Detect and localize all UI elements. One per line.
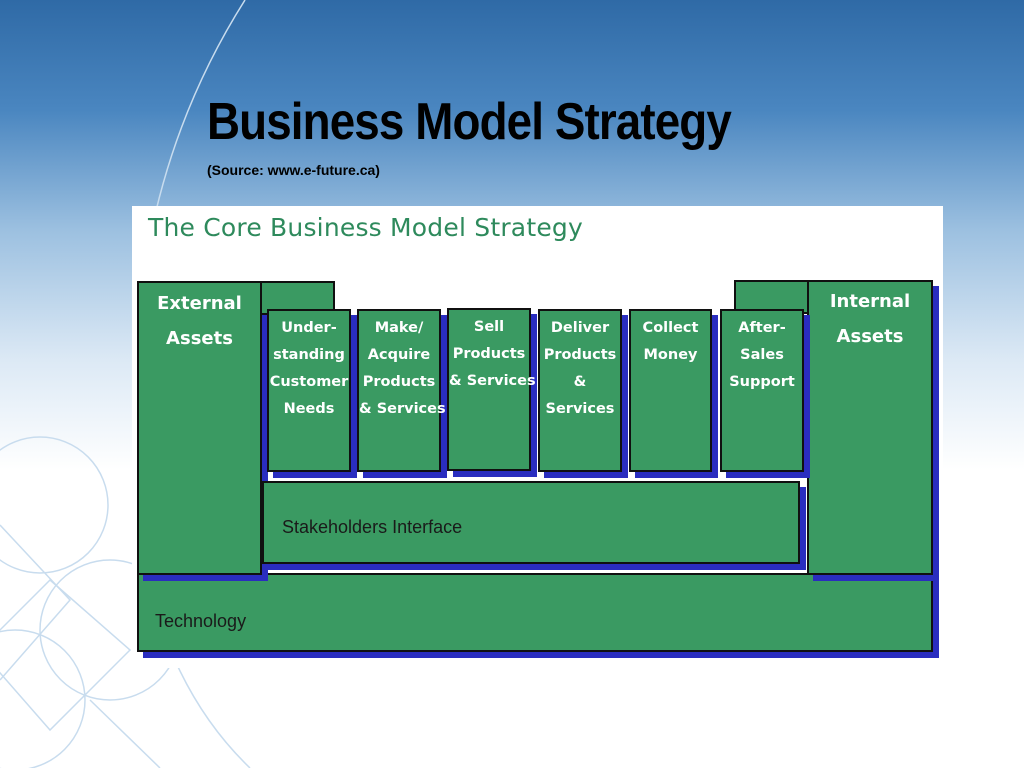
stakeholders-interface-label: Stakeholders Interface (282, 517, 463, 537)
stakeholders-interface-block: Stakeholders Interface (262, 481, 800, 564)
circle-decoration (0, 629, 86, 768)
step-understanding-customer-needs: Under- standing Customer Needs (267, 309, 351, 472)
step-label: Deliver Products & Services (543, 320, 617, 417)
diagram-heading: The Core Business Model Strategy (148, 213, 583, 242)
step-collect-money: Collect Money (629, 309, 712, 472)
step-sell-products: Sell Products & Services (447, 308, 536, 471)
step-make-acquire-products: Make/ Acquire Products & Services (357, 309, 446, 472)
step-deliver-products: Deliver Products & Services (538, 309, 622, 472)
internal-assets-block: Internal Assets (807, 280, 933, 575)
step-label: Sell Products & Services (449, 319, 536, 389)
technology-label: Technology (155, 611, 247, 631)
technology-block: Technology (137, 573, 933, 652)
internal-assets-label: Internal Assets (829, 291, 911, 347)
step-label: After- Sales Support (729, 320, 795, 390)
circle-decoration (0, 436, 109, 574)
step-after-sales-support: After- Sales Support (720, 309, 804, 472)
diamond-decoration (0, 578, 132, 732)
diamond-line-decoration (0, 524, 72, 681)
step-label: Make/ Acquire Products & Services (359, 320, 446, 417)
external-assets-label: External Assets (157, 293, 242, 349)
step-label: Collect Money (642, 320, 699, 363)
page-title: Business Model Strategy (207, 93, 732, 151)
external-assets-block: External Assets (137, 281, 262, 575)
source-caption: (Source: www.e-future.ca) (207, 162, 380, 178)
step-label: Under- standing Customer Needs (269, 320, 349, 417)
